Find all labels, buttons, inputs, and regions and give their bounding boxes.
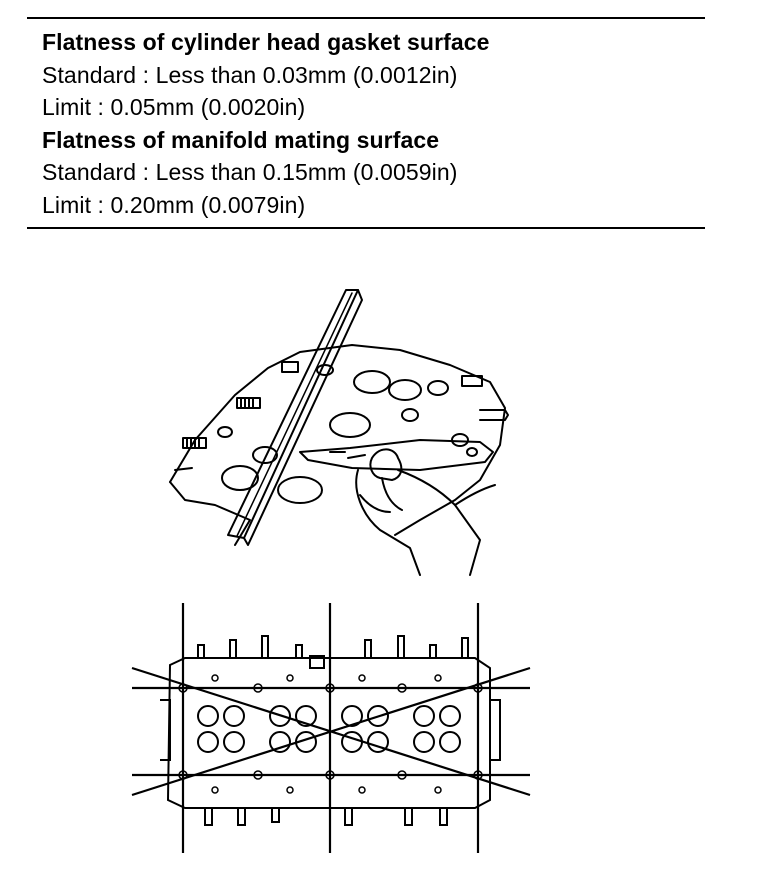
gasket-surface-heading: Flatness of cylinder head gasket surface	[42, 29, 490, 55]
gasket-surface-limit: Limit : 0.05mm (0.0020in)	[42, 94, 306, 120]
gasket-surface-standard: Standard : Less than 0.03mm (0.0012in)	[42, 61, 458, 88]
stud-left-3	[281, 361, 299, 373]
spec-block: Flatness of cylinder head gasket surface…	[42, 26, 702, 221]
check-lines	[131, 603, 531, 853]
bottom-rule	[27, 227, 705, 229]
head-lower-edge	[169, 481, 251, 546]
top-rule	[27, 17, 705, 19]
head-outline	[169, 344, 506, 536]
manifold-surface-limit: Limit : 0.20mm (0.0079in)	[42, 191, 306, 218]
feeler-gauge	[299, 439, 494, 471]
manifold-surface-standard: Standard : Less than 0.15mm (0.0059in)	[42, 159, 458, 185]
hand	[369, 448, 403, 481]
dowel-right	[479, 409, 509, 421]
pattern-head-outline	[166, 657, 491, 809]
manifold-surface-heading: Flatness of manifold mating surface	[42, 126, 440, 153]
